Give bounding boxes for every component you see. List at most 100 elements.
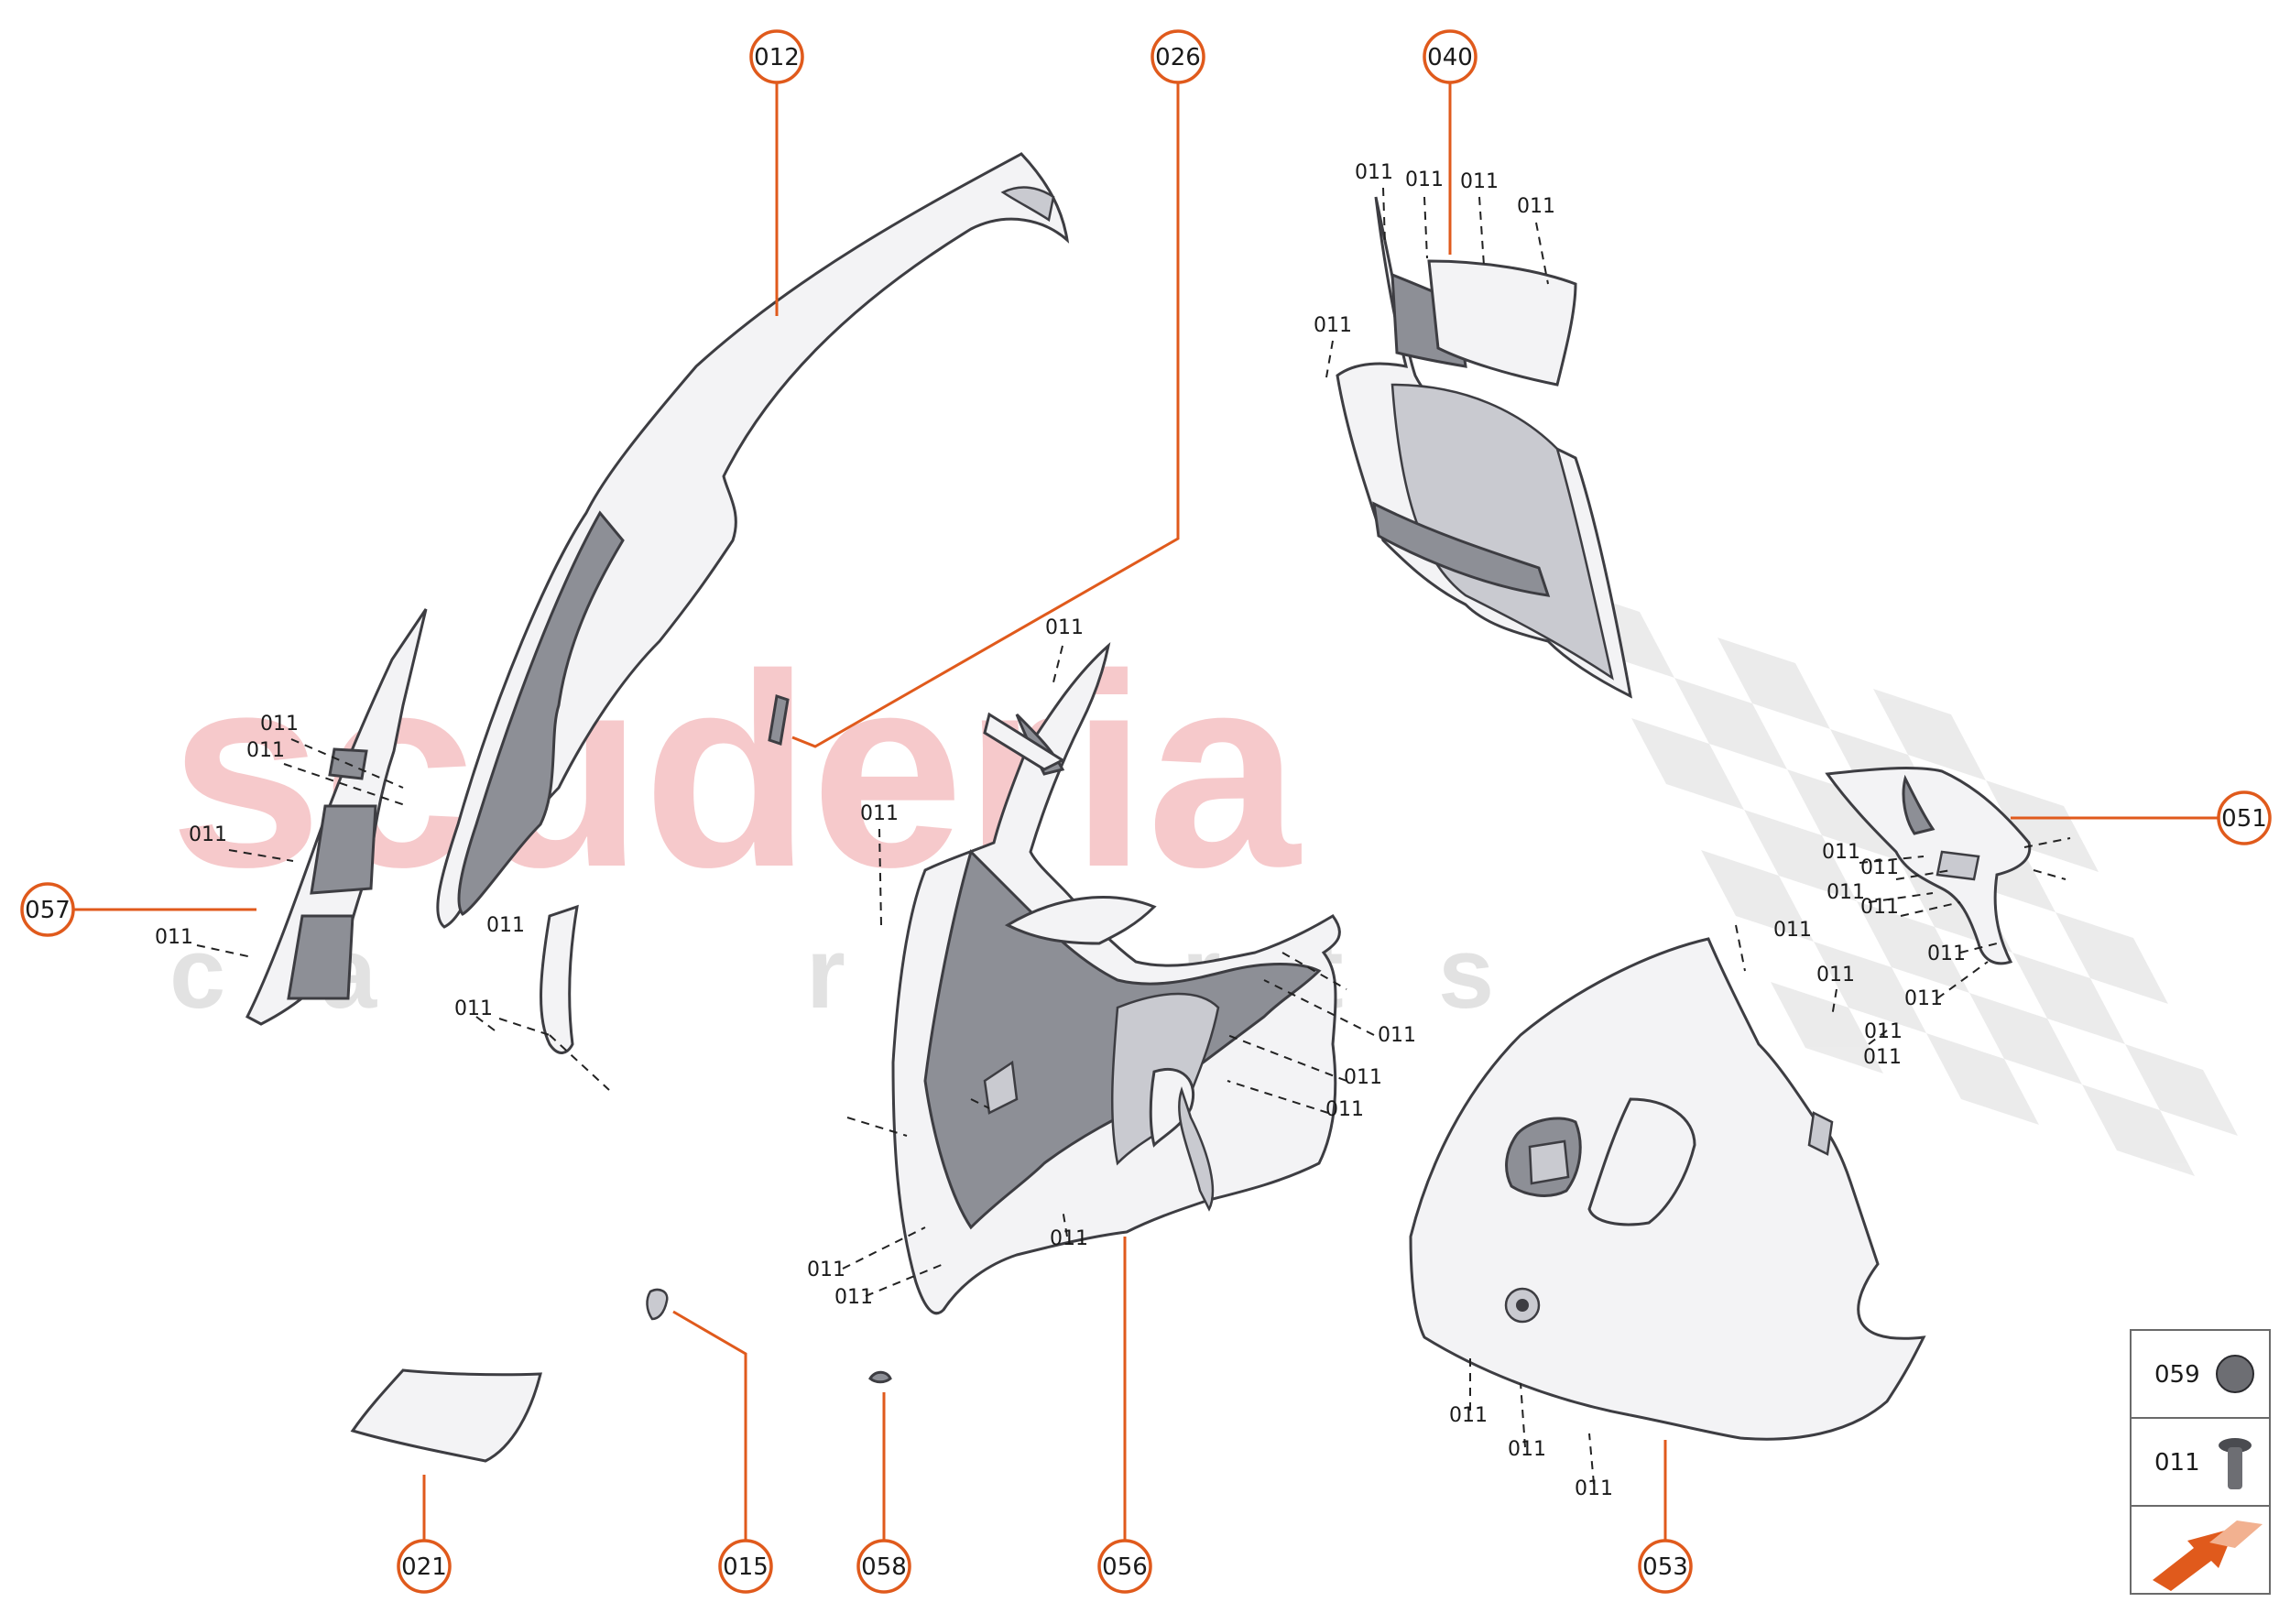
callout-label: 053	[1642, 1553, 1688, 1581]
fastener-leader-dashed	[846, 1117, 908, 1137]
fastener-leader-dashed	[1859, 856, 1925, 864]
callout-circle	[397, 1539, 452, 1594]
callout-circle	[1150, 29, 1205, 84]
fastener-label-011: 011	[1904, 987, 1943, 1010]
fastener-label-011: 011	[1575, 1477, 1613, 1500]
fastener-leader-lines	[196, 187, 2071, 1485]
fastener-leader-dashed	[1325, 340, 1334, 378]
callout-circle	[1423, 29, 1478, 84]
fastener-label-011: 011	[807, 1259, 845, 1281]
callout-circle	[1638, 1539, 1693, 1594]
callout-label: 012	[754, 44, 800, 71]
callout-circle	[1097, 1539, 1152, 1594]
callout-label: 058	[861, 1553, 907, 1581]
legend-code-059: 059	[2154, 1361, 2200, 1389]
fastener-leader-dashed	[1535, 222, 1549, 285]
callout-leader-015	[672, 1310, 747, 1541]
callout-circle	[20, 882, 75, 937]
checker-square	[1873, 689, 1986, 780]
fastener-label-011: 011	[486, 914, 525, 937]
fastener-leader-dashed	[1520, 1382, 1526, 1448]
checker-square	[1744, 810, 1857, 901]
fastener-label-011: 011	[1378, 1024, 1416, 1047]
watermark-letter: c	[169, 917, 225, 1030]
fastener-leader-dashed	[475, 1016, 496, 1031]
fastener-label-011: 011	[454, 997, 493, 1020]
fastener-label-011: 011	[1325, 1098, 1364, 1121]
part-015-clip	[646, 1288, 669, 1321]
legend: 059 011	[2130, 1329, 2271, 1595]
callout-circle	[2217, 790, 2272, 845]
fastener-label-011: 011	[260, 713, 299, 736]
checker-square	[1969, 993, 2082, 1084]
part-058-cap	[868, 1370, 892, 1384]
fastener-leader-dashed	[1052, 645, 1063, 683]
fastener-label-011: 011	[1827, 881, 1865, 904]
callouts: 012 026 040 051 057 021 015 058 056 053	[20, 29, 2272, 1594]
callout-leaders	[73, 82, 2219, 1541]
fastener-label-011: 011	[1863, 1046, 1902, 1069]
fastener-leader-dashed	[1735, 924, 1746, 972]
fastener-label-011: 011	[1460, 170, 1499, 193]
part-026-clip	[768, 694, 790, 746]
legend-code-011: 011	[2154, 1449, 2200, 1477]
callout-circle	[749, 29, 804, 84]
fastener-leader-dashed	[842, 1226, 926, 1270]
fastener-leader-dashed	[2023, 837, 2071, 848]
callout-051[interactable]: 051	[2217, 790, 2272, 845]
fastener-leader-dashed	[1895, 869, 1952, 880]
callout-label: 021	[401, 1553, 447, 1581]
fastener-leader-dashed	[1868, 1030, 1888, 1045]
watermark-letter: r	[806, 917, 845, 1030]
callout-021[interactable]: 021	[397, 1539, 452, 1594]
checker-square	[1926, 1033, 2039, 1125]
callout-label: 015	[723, 1553, 769, 1581]
callout-040[interactable]: 040	[1423, 29, 1478, 84]
fastener-leader-dashed	[1588, 1433, 1595, 1485]
checker-square	[1986, 780, 2099, 872]
callout-053[interactable]: 053	[1638, 1539, 1693, 1594]
fastener-leader-dashed	[1227, 1034, 1347, 1082]
callout-012[interactable]: 012	[749, 29, 804, 84]
callout-circle	[718, 1539, 773, 1594]
callout-015[interactable]: 015	[718, 1539, 773, 1594]
fastener-leader-dashed	[1959, 943, 1998, 954]
checker-square	[1814, 942, 1926, 1033]
callout-026[interactable]: 026	[1150, 29, 1205, 84]
legend-row-011	[2130, 1417, 2271, 1507]
checker-square	[1631, 718, 1744, 810]
fastener-leader-dashed	[1263, 979, 1375, 1036]
watermark-letter: s	[1438, 917, 1494, 1030]
fastener-label-011: 011	[1773, 919, 1812, 942]
callout-058[interactable]: 058	[856, 1539, 911, 1594]
callout-057[interactable]: 057	[20, 882, 75, 937]
checker-square	[2125, 1044, 2238, 1136]
fastener-label-011: 011	[1344, 1066, 1382, 1089]
fastener-leader-dashed	[1936, 961, 1989, 999]
fastener-leader-dashed	[498, 1018, 551, 1036]
fastener-leader-dashed	[1900, 901, 1961, 917]
fastener-leader-dashed	[970, 1098, 990, 1109]
checker-square	[1718, 638, 1830, 729]
part-051-bracket	[1825, 767, 2032, 965]
fastener-label-011: 011	[1864, 1020, 1903, 1043]
fastener-label-011: 011	[155, 926, 193, 949]
callout-056[interactable]: 056	[1097, 1539, 1152, 1594]
callout-leader-026	[791, 82, 1180, 748]
part-056-lower-liner	[891, 641, 1341, 1315]
fastener-leader-dashed	[283, 763, 409, 807]
part-012-pillar-trim	[436, 152, 1070, 1054]
fastener-leader-dashed	[2033, 869, 2066, 880]
front-direction-arrow-icon	[2153, 1520, 2263, 1591]
fastener-label-011: 011	[1045, 616, 1084, 639]
fastener-leader-dashed	[228, 849, 294, 862]
callout-label: 026	[1155, 44, 1201, 71]
callout-label: 040	[1427, 44, 1473, 71]
fastener-label-011: 011	[1517, 195, 1555, 218]
fastener-label-011: 011	[1449, 1404, 1488, 1427]
screw-icon	[2219, 1438, 2252, 1489]
fastener-leader-dashed	[1423, 196, 1428, 259]
